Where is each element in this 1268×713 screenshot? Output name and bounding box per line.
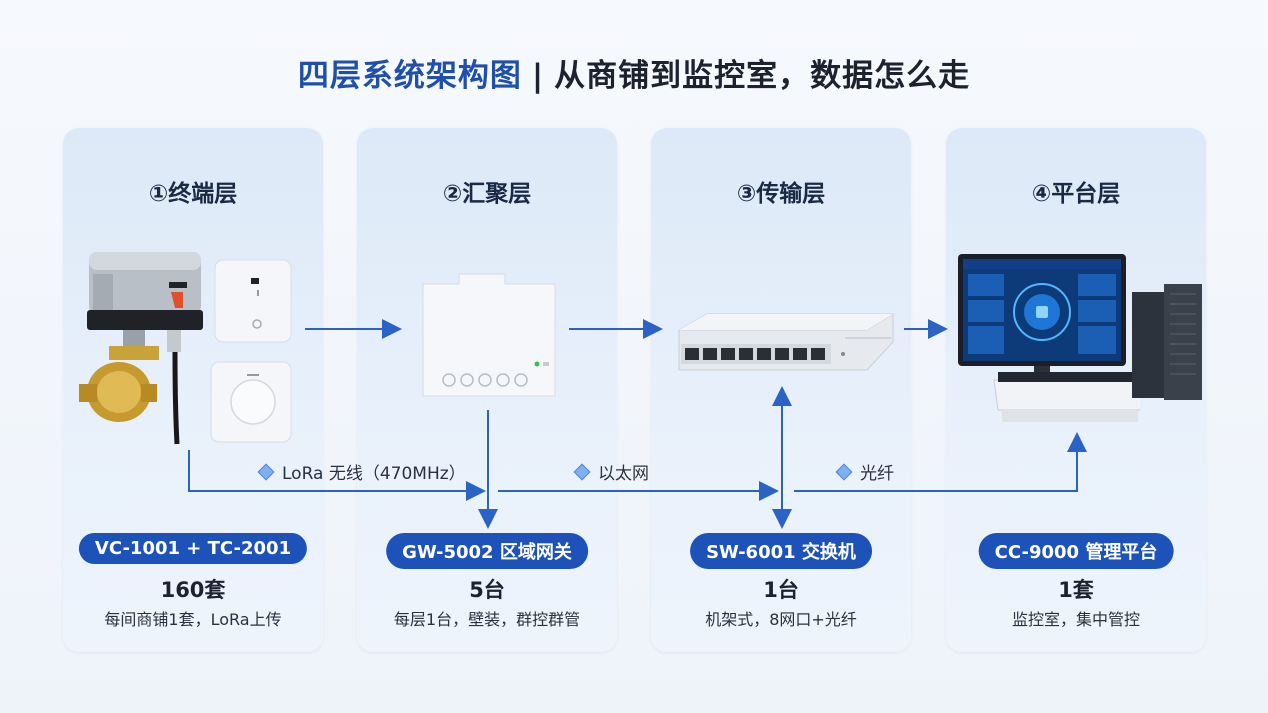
link-label-fiber: 光纤 xyxy=(835,459,894,484)
device-count: 160套 xyxy=(160,578,226,602)
diamond-icon xyxy=(835,463,853,480)
layer-title: ②汇聚层 xyxy=(442,181,532,207)
network-switch-icon xyxy=(678,313,894,371)
diamond-icon xyxy=(257,463,275,480)
link-label-lora: LoRa 无线（470MHz） xyxy=(257,459,466,484)
gateway-device-icon xyxy=(422,273,556,397)
title-main: 四层系统架构图 xyxy=(297,58,522,94)
layer-desc: 监控室，集中管控 xyxy=(1011,610,1140,629)
model-badge: SW-6001 交换机 xyxy=(690,533,872,569)
layer-title: ①终端层 xyxy=(148,181,238,207)
layer-panel-aggregation: ②汇聚层 GW-5002 区域网关 5台 每层1台，壁装，群控群管 xyxy=(357,128,617,652)
link-label-text: 光纤 xyxy=(860,464,894,484)
title-separator: | xyxy=(531,58,545,94)
layer-title: ③传输层 xyxy=(736,181,826,207)
device-count: 1台 xyxy=(763,578,799,602)
device-count: 5台 xyxy=(469,578,505,602)
arrow-lora-path xyxy=(188,450,486,501)
layer-panel-platform: ④平台层 CC-9000 管理平台 1套 监控室，集中管控 xyxy=(946,128,1206,652)
layer-title: ④平台层 xyxy=(1031,181,1121,207)
layer-desc: 每间商铺1套，LoRa上传 xyxy=(104,610,282,629)
arrow-fiber-path xyxy=(794,432,1087,492)
valve-actuator-icon xyxy=(79,252,203,445)
link-label-text: 以太网 xyxy=(598,464,649,484)
thermostat-panel-icon xyxy=(214,259,292,343)
server-tower-icon xyxy=(1132,284,1202,400)
layer-desc: 机架式，8网口+光纤 xyxy=(705,610,857,629)
link-label-ethernet: 以太网 xyxy=(573,459,649,484)
model-badge: CC-9000 管理平台 xyxy=(978,533,1174,569)
monitor-icon xyxy=(958,254,1140,422)
layer-panel-terminal: ①终端层 VC-1001 + TC-2001 160套 每间商铺1套，LoRa上… xyxy=(63,128,323,652)
page-title: 四层系统架构图|从商铺到监控室，数据怎么走 xyxy=(0,50,1268,95)
diamond-icon xyxy=(573,463,591,480)
title-sub: 从商铺到监控室，数据怎么走 xyxy=(554,58,971,94)
link-label-text: LoRa 无线（470MHz） xyxy=(282,464,466,484)
model-badge: VC-1001 + TC-2001 xyxy=(78,533,308,564)
model-badge: GW-5002 区域网关 xyxy=(386,533,588,569)
thermostat-panel-icon xyxy=(210,361,292,443)
device-count: 1套 xyxy=(1058,578,1094,602)
layer-panel-transport: ③传输层 SW-6001 交换机 1台 机架式，8网口+光纤 xyxy=(651,128,911,652)
layer-desc: 每层1台，壁装，群控群管 xyxy=(393,610,581,629)
